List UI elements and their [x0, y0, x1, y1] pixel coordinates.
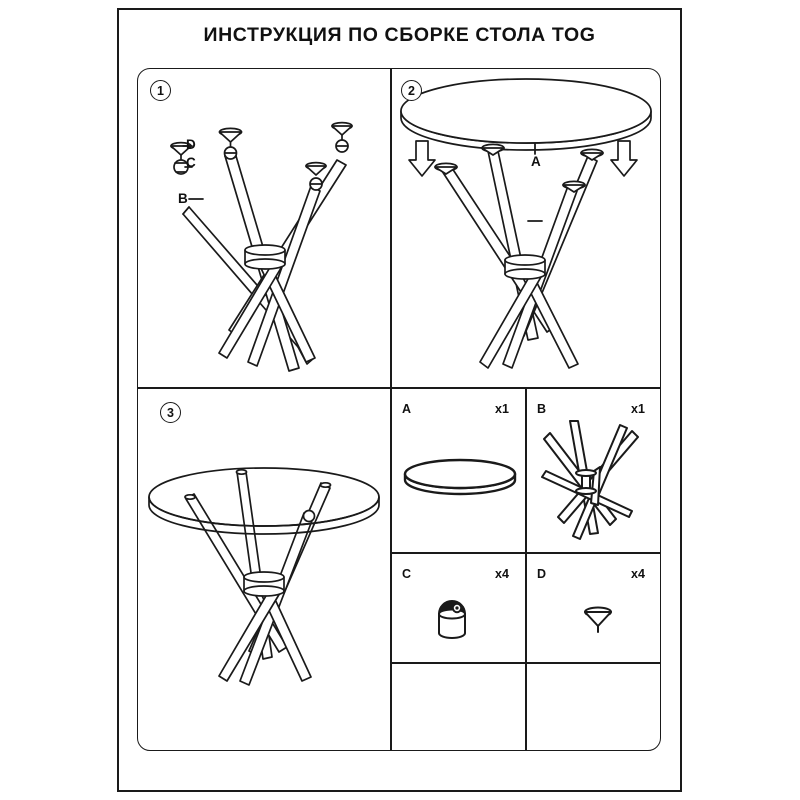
callout-label-d: D — [186, 137, 196, 152]
step2-illustration — [392, 68, 661, 387]
callout-label-c: C — [186, 155, 196, 170]
tabletop-disc-icon — [400, 440, 520, 520]
glide-icon — [578, 600, 618, 638]
parts-cell-empty-right — [528, 664, 659, 749]
divider-step3-parts — [390, 387, 392, 751]
parts-cell-empty-left — [392, 664, 523, 749]
divider-parts-row-ab-cd — [390, 552, 661, 554]
part-qty-d: x4 — [631, 567, 645, 581]
divider-parts-row-cd-empty — [390, 662, 661, 664]
step-badge-2: 2 — [401, 80, 422, 101]
part-qty-c: x4 — [495, 567, 509, 581]
step-badge-1: 1 — [150, 80, 171, 101]
cap-ferrule-icon — [432, 596, 472, 642]
page-title: ИНСТРУКЦИЯ ПО СБОРКЕ СТОЛА TOG — [203, 24, 596, 46]
callout-label-b: B — [178, 191, 188, 206]
leg-frame-icon — [536, 415, 654, 545]
step-badge-3: 3 — [160, 402, 181, 423]
divider-parts-columns — [525, 387, 527, 751]
divider-step1-step2 — [390, 68, 392, 388]
step1-illustration — [137, 68, 390, 387]
part-qty-a: x1 — [495, 402, 509, 416]
part-qty-b: x1 — [631, 402, 645, 416]
part-label-c: C — [402, 567, 412, 581]
step3-illustration — [139, 389, 389, 750]
part-label-a: A — [402, 402, 412, 416]
part-label-b: B — [537, 402, 547, 416]
callout-label-a: A — [531, 154, 541, 169]
divider-top-bottom — [137, 387, 661, 389]
part-label-d: D — [537, 567, 547, 581]
